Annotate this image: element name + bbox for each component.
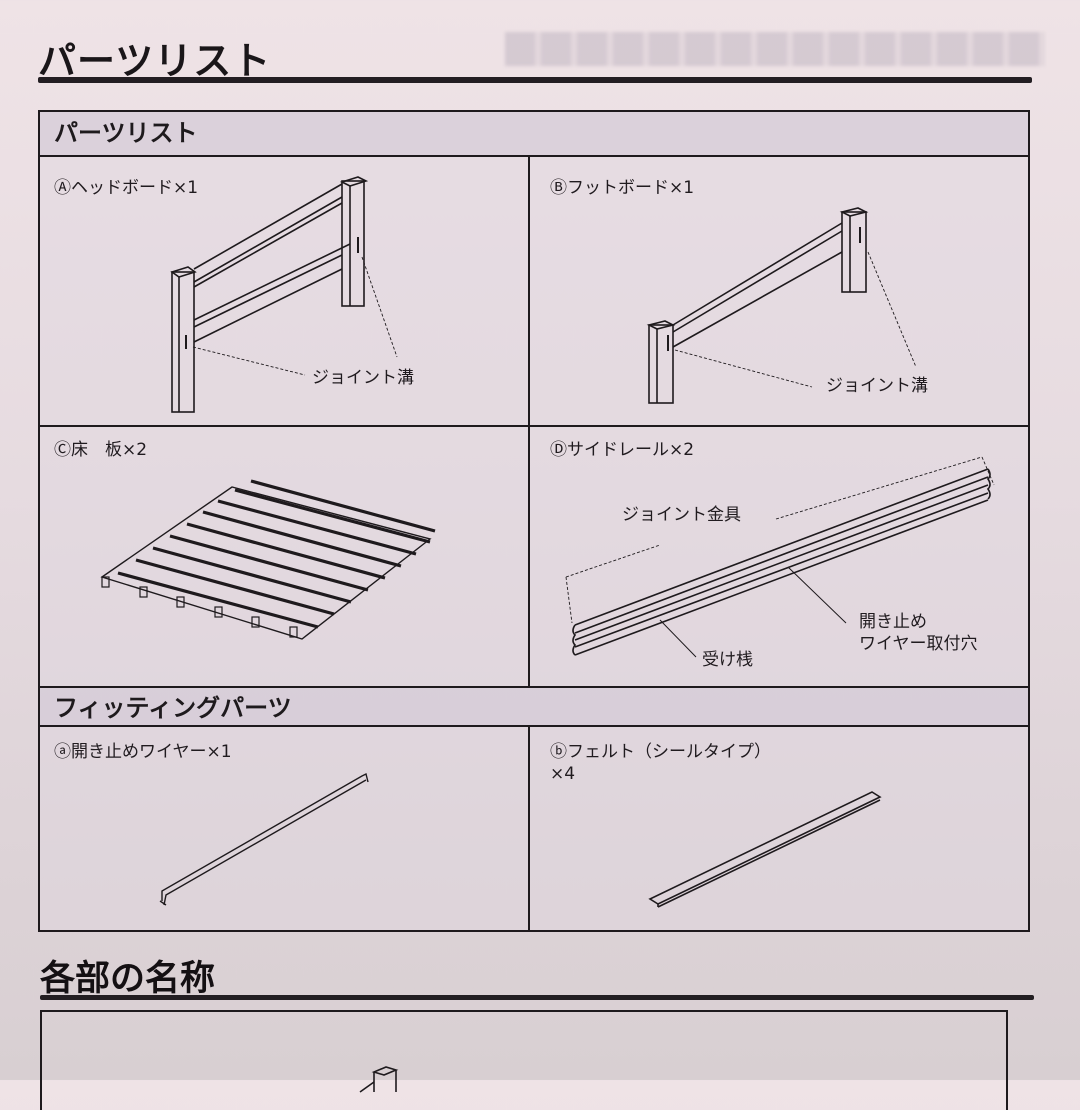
- row-divider: [40, 425, 1028, 427]
- joint-groove-callout: ジョイント溝: [826, 376, 928, 396]
- bed-partial-drawing-icon: [359, 1066, 399, 1093]
- joint-groove-callout: ジョイント溝: [312, 368, 414, 388]
- part-label: Ⓒ床 板×2: [54, 440, 148, 460]
- headboard-drawing-icon: [170, 176, 398, 413]
- wire-hole-callout: 開き止め ワイヤー取付穴: [859, 612, 978, 654]
- page-title: パーツリスト: [38, 39, 272, 83]
- column-divider: [528, 727, 530, 932]
- fitting-parts-header: フィッティングパーツ: [40, 686, 1028, 727]
- part-names-diagram-box: [40, 1010, 1008, 1110]
- side-rail-drawing-icon: [565, 456, 995, 658]
- part-cell-footboard: Ⓑフットボード×1 ジョイント溝: [530, 157, 1030, 425]
- support-cleat-callout: 受け桟: [702, 650, 753, 670]
- part-cell-floorboard: Ⓒ床 板×2: [40, 427, 528, 686]
- part-cell-side-rail: Ⓓサイドレール×2 ジョイント金具 開き止め: [530, 427, 1030, 686]
- fitting-label: ⓐ開き止めワイヤー×1: [54, 742, 232, 762]
- title-rule: [38, 77, 1032, 83]
- felt-strip-drawing-icon: [648, 791, 882, 908]
- footboard-drawing-icon: [646, 207, 917, 404]
- part-label: Ⓓサイドレール×2: [550, 440, 695, 460]
- part-label: Ⓐヘッドボード×1: [54, 178, 199, 198]
- part-label: Ⓑフットボード×1: [550, 178, 695, 198]
- column-divider: [528, 157, 530, 686]
- joint-hardware-callout: ジョイント金具: [622, 505, 741, 525]
- section-title-part-names: 各部の名称: [40, 959, 216, 999]
- fitting-cell-wire: ⓐ開き止めワイヤー×1: [40, 729, 528, 932]
- part-cell-headboard: Ⓐヘッドボード×1: [40, 157, 528, 425]
- bleed-through-ghost-text: [505, 32, 1045, 66]
- fitting-cell-felt: ⓑフェルト（シールタイプ） ×4: [530, 729, 1030, 932]
- parts-list-table: パーツリスト フィッティングパーツ Ⓐヘッドボード×1: [38, 110, 1030, 932]
- floorboard-drawing-icon: [100, 479, 436, 640]
- stopper-wire-drawing-icon: [159, 772, 369, 906]
- section-rule: [40, 995, 1034, 1000]
- parts-list-header: パーツリスト: [40, 112, 1028, 157]
- fitting-label: ⓑフェルト（シールタイプ） ×4: [550, 742, 771, 784]
